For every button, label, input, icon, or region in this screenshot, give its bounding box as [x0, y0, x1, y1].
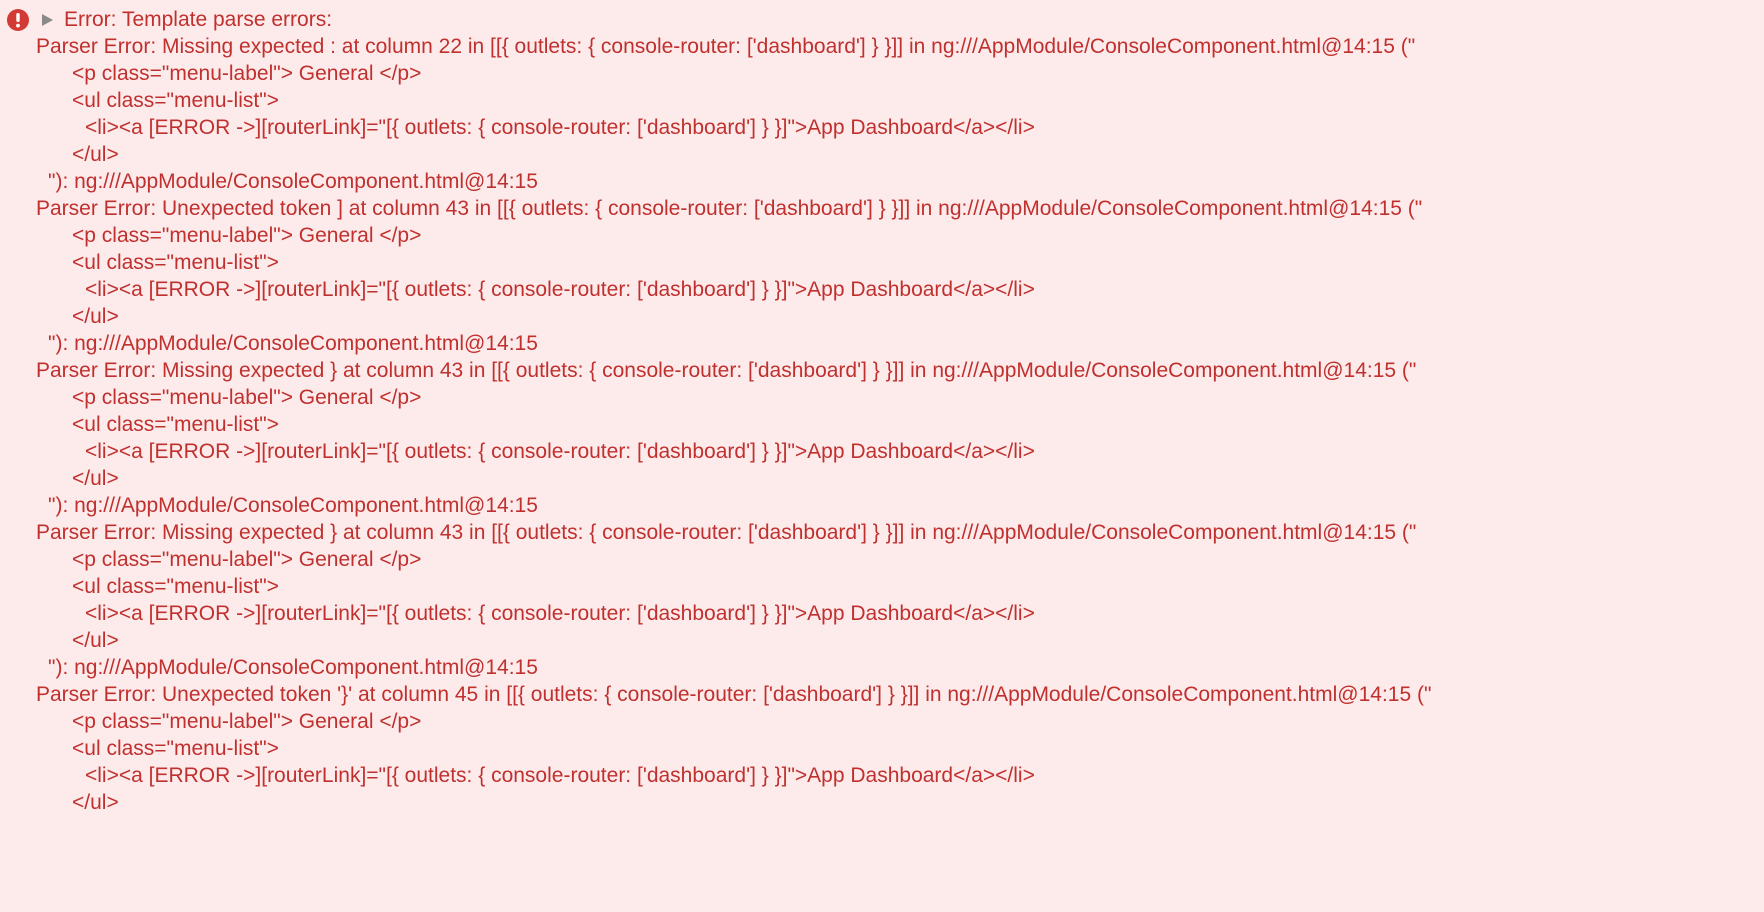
error-location-line: "): ng:///AppModule/ConsoleComponent.htm…: [48, 170, 538, 193]
template-snippet-line: </ul>: [72, 791, 119, 814]
template-snippet-line: <li><a [ERROR ->][routerLink]="[{ outlet…: [85, 116, 1035, 139]
parser-error-line: Parser Error: Missing expected : at colu…: [36, 35, 1416, 58]
template-snippet-line: <p class="menu-label"> General </p>: [72, 224, 422, 247]
template-snippet-line: <ul class="menu-list">: [72, 575, 279, 598]
error-location-line: "): ng:///AppModule/ConsoleComponent.htm…: [48, 656, 538, 679]
error-icon: [7, 8, 29, 31]
template-snippet-line: </ul>: [72, 467, 119, 490]
template-snippet-line: </ul>: [72, 629, 119, 652]
template-snippet-line: <p class="menu-label"> General </p>: [72, 548, 422, 571]
parser-error-line: Parser Error: Missing expected } at colu…: [36, 359, 1417, 382]
template-snippet-line: <p class="menu-label"> General </p>: [72, 62, 422, 85]
expand-triangle-icon[interactable]: [42, 13, 53, 26]
template-snippet-line: <ul class="menu-list">: [72, 89, 279, 112]
template-snippet-line: <p class="menu-label"> General </p>: [72, 710, 422, 733]
parser-error-line: Parser Error: Unexpected token '}' at co…: [36, 683, 1432, 706]
error-location-line: "): ng:///AppModule/ConsoleComponent.htm…: [48, 494, 538, 517]
template-snippet-line: <p class="menu-label"> General </p>: [72, 386, 422, 409]
template-snippet-line: </ul>: [72, 143, 119, 166]
template-snippet-line: </ul>: [72, 305, 119, 328]
template-snippet-line: <ul class="menu-list">: [72, 737, 279, 760]
error-blocks: Parser Error: Missing expected : at colu…: [0, 33, 1764, 816]
parser-error-line: Parser Error: Missing expected } at colu…: [36, 521, 1417, 544]
template-snippet-line: <li><a [ERROR ->][routerLink]="[{ outlet…: [85, 440, 1035, 463]
console-error-message: Error: Template parse errors: Parser Err…: [0, 6, 1764, 816]
error-location-line: "): ng:///AppModule/ConsoleComponent.htm…: [48, 332, 538, 355]
template-snippet-line: <li><a [ERROR ->][routerLink]="[{ outlet…: [85, 278, 1035, 301]
template-snippet-line: <li><a [ERROR ->][routerLink]="[{ outlet…: [85, 764, 1035, 787]
template-snippet-line: <li><a [ERROR ->][routerLink]="[{ outlet…: [85, 602, 1035, 625]
template-snippet-line: <ul class="menu-list">: [72, 251, 279, 274]
error-header-text: Error: Template parse errors:: [64, 8, 333, 31]
template-snippet-line: <ul class="menu-list">: [72, 413, 279, 436]
parser-error-line: Parser Error: Unexpected token ] at colu…: [36, 197, 1423, 220]
error-header: Error: Template parse errors:: [0, 6, 1764, 33]
